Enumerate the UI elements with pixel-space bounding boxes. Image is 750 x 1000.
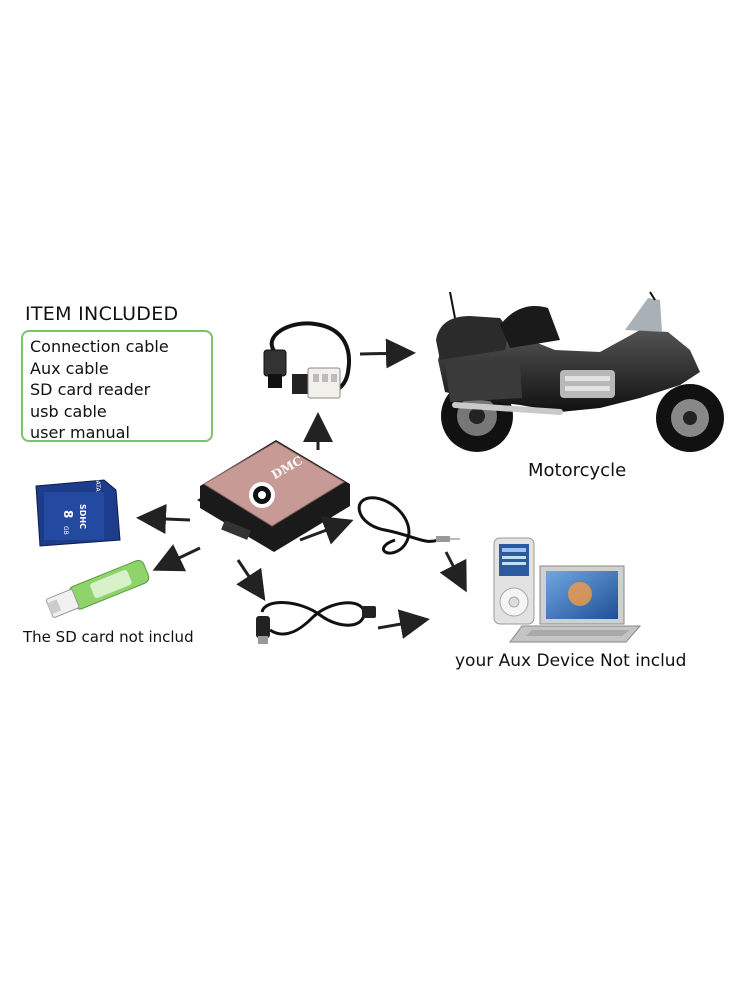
card-reader-image — [45, 559, 150, 618]
media-player-image — [493, 537, 535, 625]
arrow-aux-cable-to-device — [439, 551, 467, 593]
usb-cable — [256, 601, 376, 644]
list-item: Connection cable — [30, 337, 169, 356]
list-item: Aux cable — [30, 358, 109, 378]
list-item: SD card reader — [30, 380, 151, 399]
connection-cable — [263, 321, 351, 399]
motorcycle-image — [436, 291, 724, 452]
items-included-box: Connection cable Aux cable SD card reade… — [21, 330, 213, 442]
items-included-list: Connection cable Aux cable SD card reade… — [30, 336, 211, 444]
arrow-device-to-reader — [152, 544, 201, 572]
list-item: usb cable — [30, 401, 107, 421]
sd-card-brand-text: ADATA — [94, 472, 101, 492]
aux-cable — [357, 496, 460, 555]
list-item: user manual — [30, 423, 130, 442]
arrow-device-to-usb-cable — [236, 559, 266, 601]
sd-card-type-text: SDHC — [78, 504, 87, 529]
sd-card-unit-text: GB — [62, 526, 69, 535]
dmc-adapter — [197, 440, 350, 552]
sd-card-label: The SD card not includ — [23, 628, 194, 646]
arrow-device-to-aux-cable — [299, 516, 354, 545]
arrow-cable-to-motorcycle — [359, 338, 416, 369]
items-included-title: ITEM INCLUDED — [25, 303, 179, 325]
sd-card-capacity-text: 8 — [61, 510, 75, 518]
motorcycle-label: Motorcycle — [528, 460, 627, 481]
laptop-image — [509, 565, 642, 643]
sd-card-image — [35, 479, 121, 547]
connection-arrows — [136, 338, 467, 639]
aux-device-label: your Aux Device Not includ — [455, 651, 687, 671]
arrow-device-to-sd-card — [136, 504, 191, 534]
arrow-usb-cable-to-device — [377, 609, 430, 639]
